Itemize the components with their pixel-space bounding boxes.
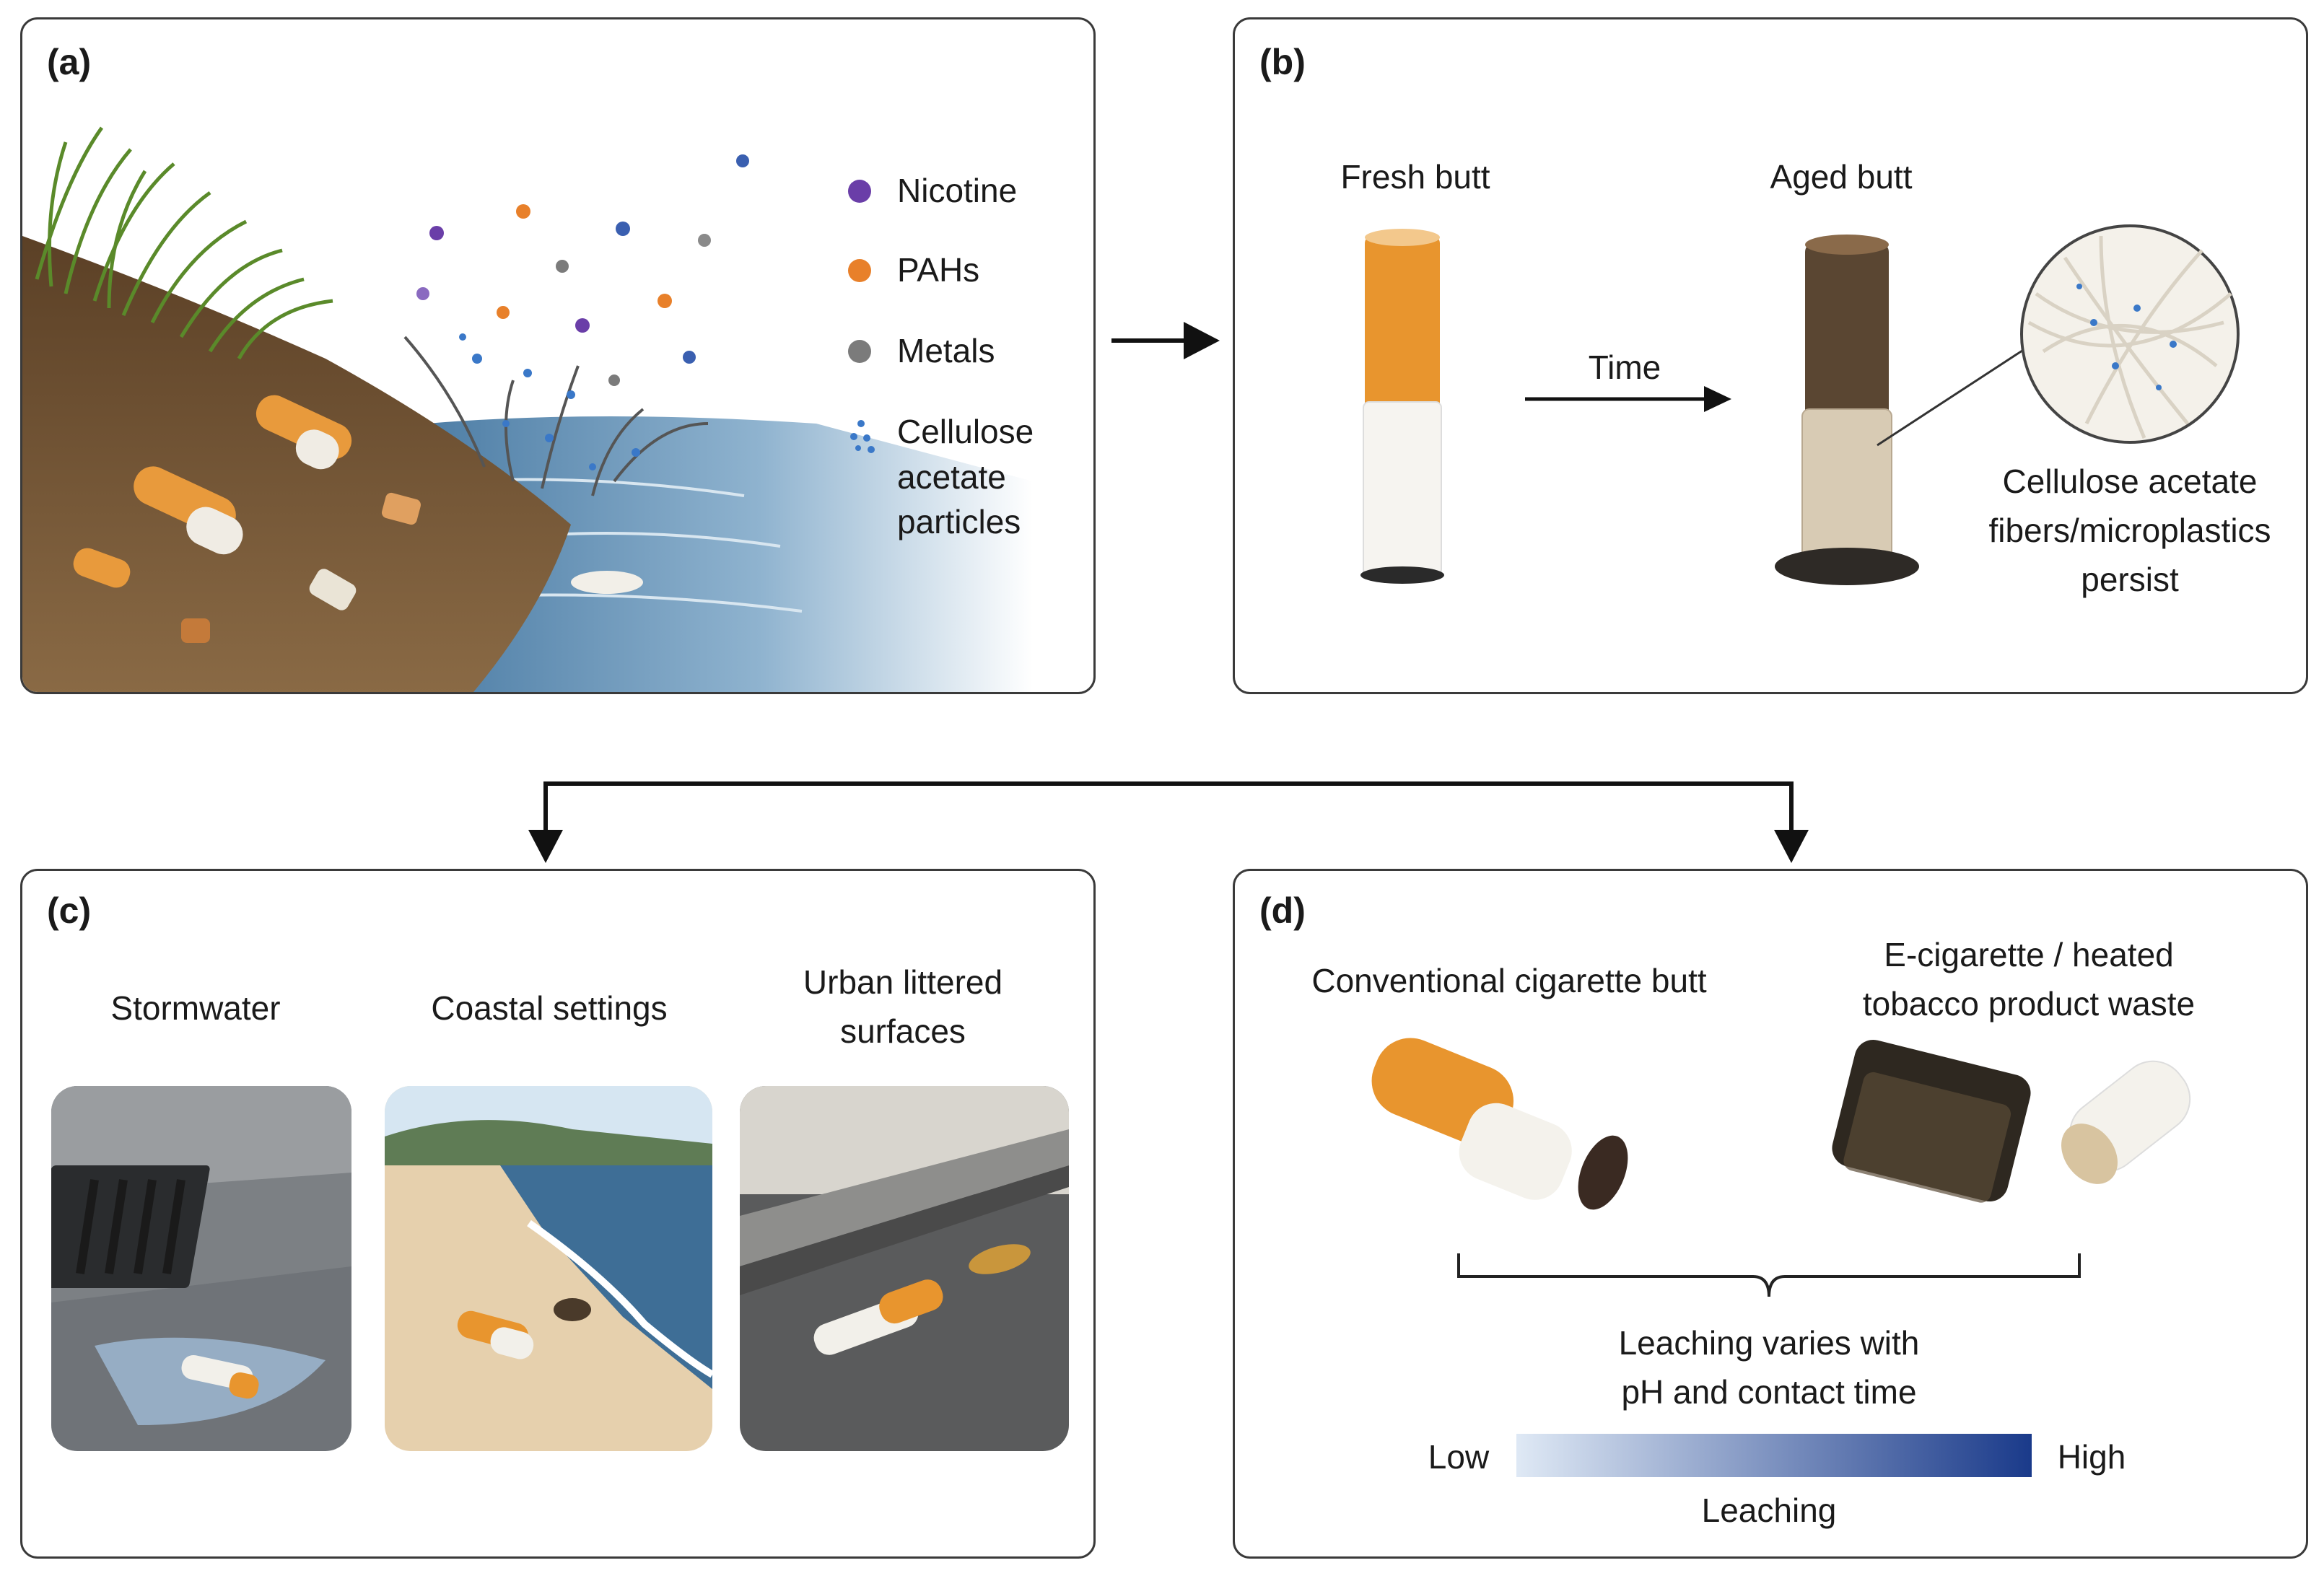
urban-title: Urban littered surfaces: [803, 963, 1003, 1051]
legend-nicotine: Nicotine: [897, 172, 1018, 209]
panel-c: (c) Stormwater Coastal settings Urban li…: [20, 869, 1096, 1559]
arrowhead-a-to-b: [1184, 322, 1220, 359]
coastal-photo: [385, 1086, 712, 1451]
waste-comparison-illustration: [1371, 1038, 2191, 1477]
panel-a-label: (a): [47, 42, 92, 82]
urban-photo: [740, 1086, 1069, 1451]
litter-butts: [73, 395, 643, 643]
aged-butt: [1775, 235, 1919, 585]
cellulose-particles-icon: [850, 420, 875, 453]
leaching-scale-bar: [1516, 1434, 2032, 1477]
nicotine-dot: [848, 180, 871, 203]
ecig-title: E-cigarette / heated tobacco product was…: [1862, 936, 2196, 1023]
butt-aging-illustration: [1360, 224, 2240, 585]
scale-high-label: High: [2057, 1438, 2126, 1476]
comparison-brace: [1457, 1253, 2081, 1297]
stormwater-title: Stormwater: [110, 989, 281, 1027]
scale-title: Leaching: [1701, 1492, 1837, 1529]
particle-dots: [416, 154, 749, 470]
grass: [35, 126, 333, 360]
fresh-butt-title: Fresh butt: [1340, 158, 1490, 196]
branch-line: [543, 781, 1794, 844]
pahs-dot: [848, 259, 871, 282]
conventional-butt: [1371, 1038, 1628, 1210]
ecig-pod: [1832, 1039, 2031, 1203]
arrowhead-to-d: [1774, 830, 1809, 863]
panel-b-label: (b): [1259, 42, 1306, 82]
time-label: Time: [1588, 349, 1661, 386]
arrowhead-to-c: [528, 830, 563, 863]
stormwater-photo: [51, 1086, 351, 1451]
panel-b: (b) Fresh butt Aged butt: [1233, 17, 2308, 694]
shoreline-illustration: [22, 126, 1033, 692]
legend-metals: Metals: [897, 332, 995, 369]
legend-pahs: PAHs: [897, 251, 980, 289]
fiber-magnifier: [1877, 224, 2240, 447]
release-arrows: [403, 336, 709, 496]
fresh-butt: [1360, 229, 1444, 584]
conventional-title: Conventional cigarette butt: [1311, 962, 1707, 999]
aged-butt-title: Aged butt: [1770, 158, 1913, 196]
heated-tobacco-stick: [2061, 1060, 2191, 1184]
metals-dot: [848, 340, 871, 363]
leaching-note: Leaching varies with pH and contact time: [1618, 1324, 1920, 1411]
panel-c-label: (c): [47, 890, 92, 931]
panel-d-label: (d): [1259, 890, 1306, 931]
fiber-callout: Cellulose acetate fibers/microplastics p…: [1988, 463, 2271, 599]
time-arrow: [1525, 386, 1731, 412]
panel-a: (a) Nicotine PAHs Metals Cellulose aceta…: [20, 17, 1096, 694]
coastal-title: Coastal settings: [431, 989, 668, 1027]
legend-cellulose: Cellulose acetate particles: [897, 413, 1034, 541]
scale-low-label: Low: [1428, 1438, 1490, 1476]
panel-d: (d) Conventional cigarette butt E-cigare…: [1233, 869, 2308, 1559]
